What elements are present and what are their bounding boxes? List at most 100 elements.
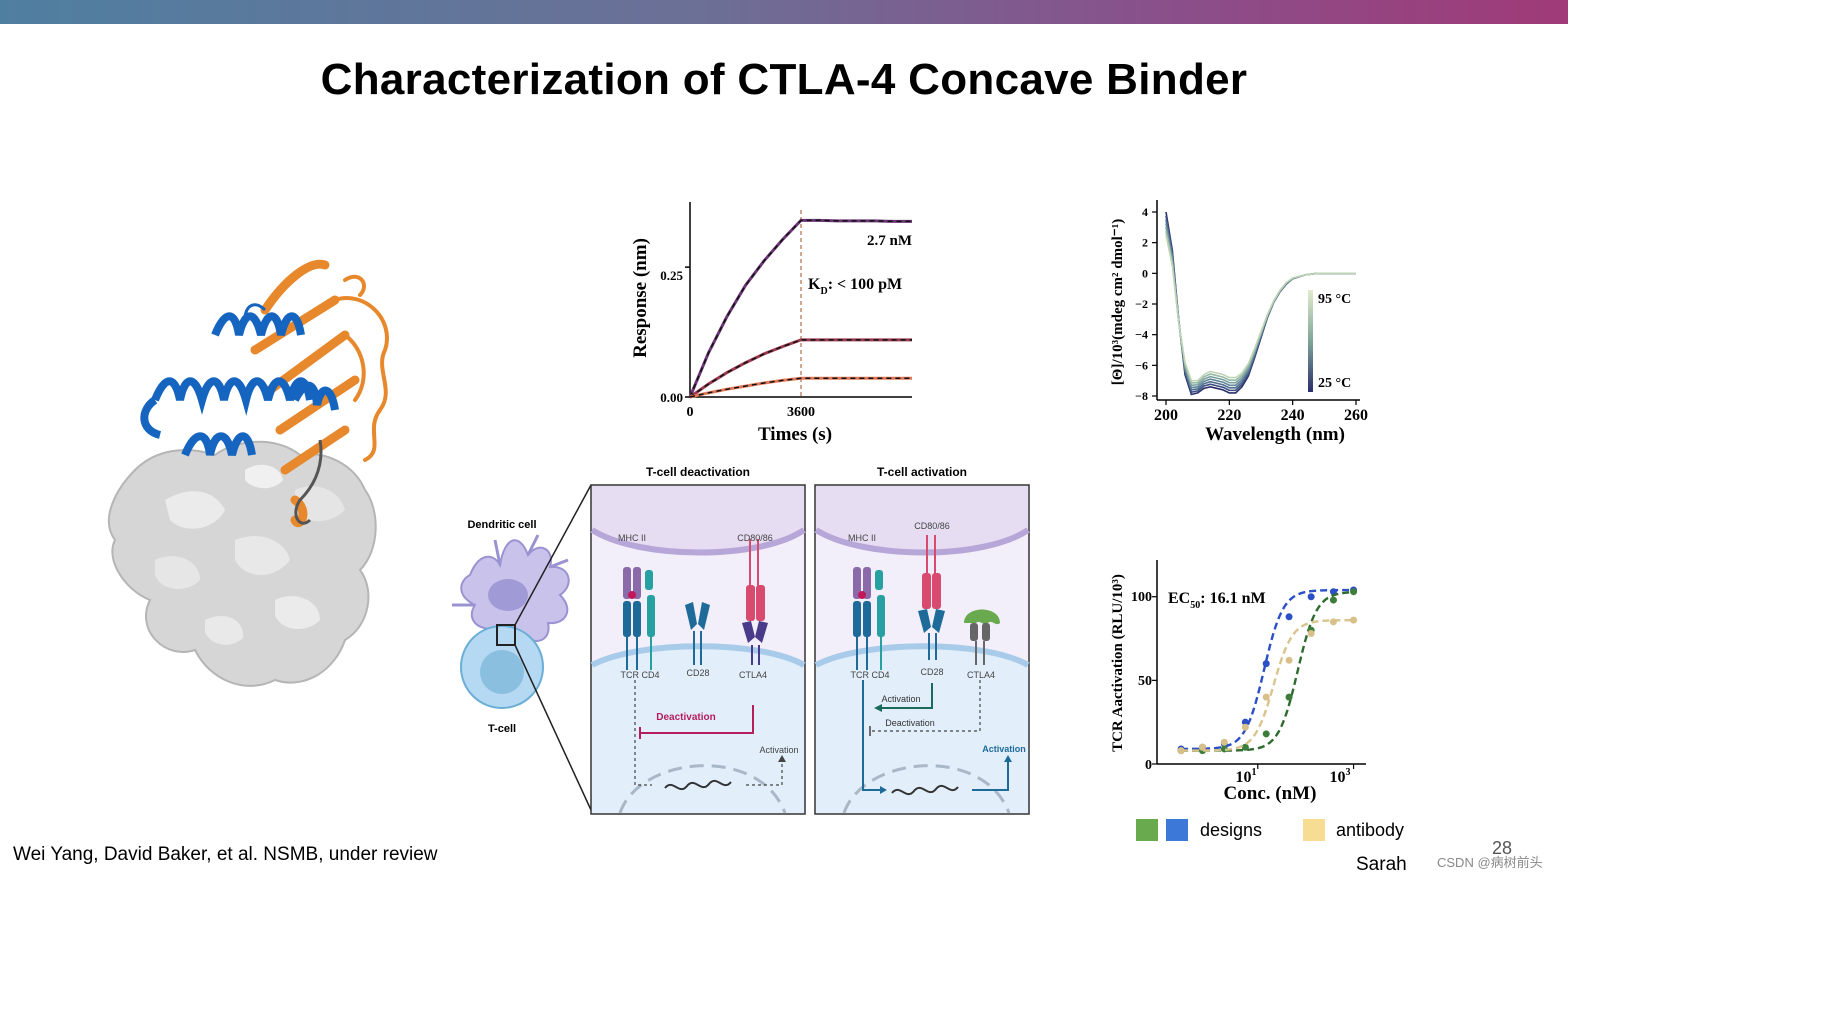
tcr-point-2-7	[1329, 618, 1337, 626]
bli-plot-area	[685, 202, 912, 399]
tcr-xlabel: Conc. (nM)	[1224, 783, 1317, 804]
tcr-point-0-3	[1241, 718, 1249, 726]
cd-ytick-4: −4	[1135, 328, 1148, 342]
tcr-fit-curve-0	[1181, 588, 1354, 751]
cd-ytick-5: −6	[1135, 358, 1148, 372]
cd-temp-high: 95 °C	[1318, 292, 1351, 307]
temperature-colorbar	[1308, 290, 1313, 392]
cd-xlabel: Wavelength (nm)	[1205, 424, 1345, 445]
right-label-cd80: CD80/86	[914, 521, 950, 531]
left-label-deactivation: Deactivation	[656, 712, 715, 723]
target-surface	[107, 440, 377, 687]
presenter-name: Sarah	[1356, 854, 1407, 875]
cd-curve-6	[1165, 234, 1356, 382]
left-label-cd28: CD28	[686, 668, 709, 678]
panel-deactivation	[590, 484, 806, 815]
right-label-ctla4: CTLA4	[967, 670, 995, 680]
cd-temp-low: 25 °C	[1318, 376, 1351, 391]
tcr-point-2-5	[1285, 656, 1293, 664]
legend-swatch-tan	[1303, 819, 1325, 841]
tcr-point-0-4	[1262, 660, 1270, 668]
dendritic-cell-illustration	[452, 534, 570, 646]
cd-xtick-1: 220	[1217, 407, 1241, 424]
slide-title: Characterization of CTLA-4 Concave Binde…	[320, 55, 1248, 104]
cd-spectra-chart: 95 °C 25 °C [Θ]/10³(mdeg cm² dmol⁻¹) Wav…	[1110, 200, 1368, 445]
tcr-point-2-1	[1198, 743, 1206, 751]
cd-ytick-1: 2	[1142, 236, 1148, 250]
legend-swatch-blue	[1166, 819, 1188, 841]
bli-ylabel: Response (nm)	[630, 238, 651, 358]
bli-fit-0	[689, 219, 912, 398]
cd-xticks: 200 220 240 260	[1154, 400, 1368, 424]
bli-ytick-0: 0.00	[660, 390, 683, 405]
protein-structure-image	[107, 259, 389, 687]
tcr-ylabel: TCR Aactivation (RLU/10³)	[1110, 574, 1126, 752]
cd-ytick-6: −8	[1135, 389, 1148, 403]
bli-concentration-label: 2.7 nM	[867, 233, 912, 249]
tcr-fit-curve-2	[1181, 618, 1354, 752]
right-label-activation-blue: Activation	[982, 744, 1026, 754]
bli-ytick-1: 0.25	[660, 268, 683, 283]
tcr-point-2-2	[1220, 738, 1228, 746]
tcr-ytick-0: 0	[1145, 758, 1152, 773]
tcr-point-2-0	[1177, 747, 1185, 755]
bli-xtick-1: 3600	[787, 405, 815, 420]
zoom-line-bottom	[514, 644, 592, 811]
tcr-point-0-5	[1285, 613, 1293, 621]
tcr-point-1-8	[1350, 588, 1358, 596]
tcr-point-2-3	[1241, 723, 1249, 731]
bli-xtick-0: 0	[687, 405, 694, 420]
cd-ylabel: [Θ]/10³(mdeg cm² dmol⁻¹)	[1110, 219, 1126, 385]
panel-left-title: T-cell deactivation	[646, 465, 750, 479]
tcr-xtick-3: 103	[1330, 767, 1351, 786]
binder-loop	[294, 439, 323, 525]
bli-fit-1	[689, 339, 912, 398]
left-label-cd80: CD80/86	[737, 533, 773, 543]
legend-swatch-green	[1136, 819, 1158, 841]
cd-xtick-2: 240	[1281, 407, 1305, 424]
tcr-point-1-7	[1329, 596, 1337, 604]
tcr-ec50-label: EC50: 16.1 nM	[1168, 590, 1266, 611]
cd-xtick-3: 260	[1344, 407, 1368, 424]
tcr-point-1-4	[1262, 730, 1270, 738]
binder-helices	[140, 303, 339, 457]
citation-text: Wei Yang, David Baker, et al. NSMB, unde…	[13, 844, 438, 865]
t-cell-label: T-cell	[488, 723, 516, 735]
cd-ytick-2: 0	[1142, 266, 1148, 280]
page-number: 28	[1492, 838, 1513, 858]
right-label-tcr-cd4: TCR CD4	[850, 670, 889, 680]
tcr-ytick-2: 100	[1131, 590, 1152, 605]
legend-antibody-label: antibody	[1336, 820, 1405, 840]
cd-xtick-0: 200	[1154, 407, 1178, 424]
tcr-point-1-5	[1285, 693, 1293, 701]
dendritic-cell-label: Dendritic cell	[467, 519, 536, 531]
panel-activation	[814, 484, 1030, 815]
tcr-point-0-6	[1307, 593, 1315, 601]
cd-curve-5	[1165, 231, 1356, 384]
right-label-activation-green: Activation	[881, 694, 920, 704]
bli-binding-chart: Response (nm) Times (s) 0.00 0.25 0 3600…	[630, 202, 912, 445]
cd-plot-area	[1156, 200, 1360, 401]
right-label-cd28: CD28	[920, 667, 943, 677]
synapse-zoom-box	[496, 624, 516, 646]
slide-top-accent-bar	[0, 0, 1568, 24]
right-label-deactivation: Deactivation	[885, 718, 935, 728]
tcr-activation-chart: TCR Aactivation (RLU/10³) Conc. (nM) 0 5…	[1110, 560, 1366, 804]
cd-ytick-3: −2	[1135, 297, 1148, 311]
cd-ytick-0: 4	[1142, 205, 1148, 219]
left-label-mhc: MHC II	[618, 533, 646, 543]
tcr-plot-area	[1152, 560, 1366, 769]
csdn-watermark: CSDN @病树前头	[1437, 855, 1543, 870]
tcell-schematic: Dendritic cell T-cell T-cell deactivatio…	[452, 465, 1030, 815]
left-label-ctla4: CTLA4	[739, 670, 767, 680]
bli-kd-label: KD: < 100 pM	[808, 276, 902, 297]
left-label-activation: Activation	[759, 745, 798, 755]
left-label-tcr-cd4: TCR CD4	[620, 670, 659, 680]
right-label-mhc: MHC II	[848, 533, 876, 543]
zoom-line-top	[514, 484, 592, 626]
tcr-point-1-3	[1241, 743, 1249, 751]
bli-xlabel: Times (s)	[758, 424, 832, 445]
panel-right-title: T-cell activation	[877, 465, 967, 479]
tcr-point-2-6	[1307, 630, 1315, 638]
t-cell-illustration	[460, 625, 544, 709]
